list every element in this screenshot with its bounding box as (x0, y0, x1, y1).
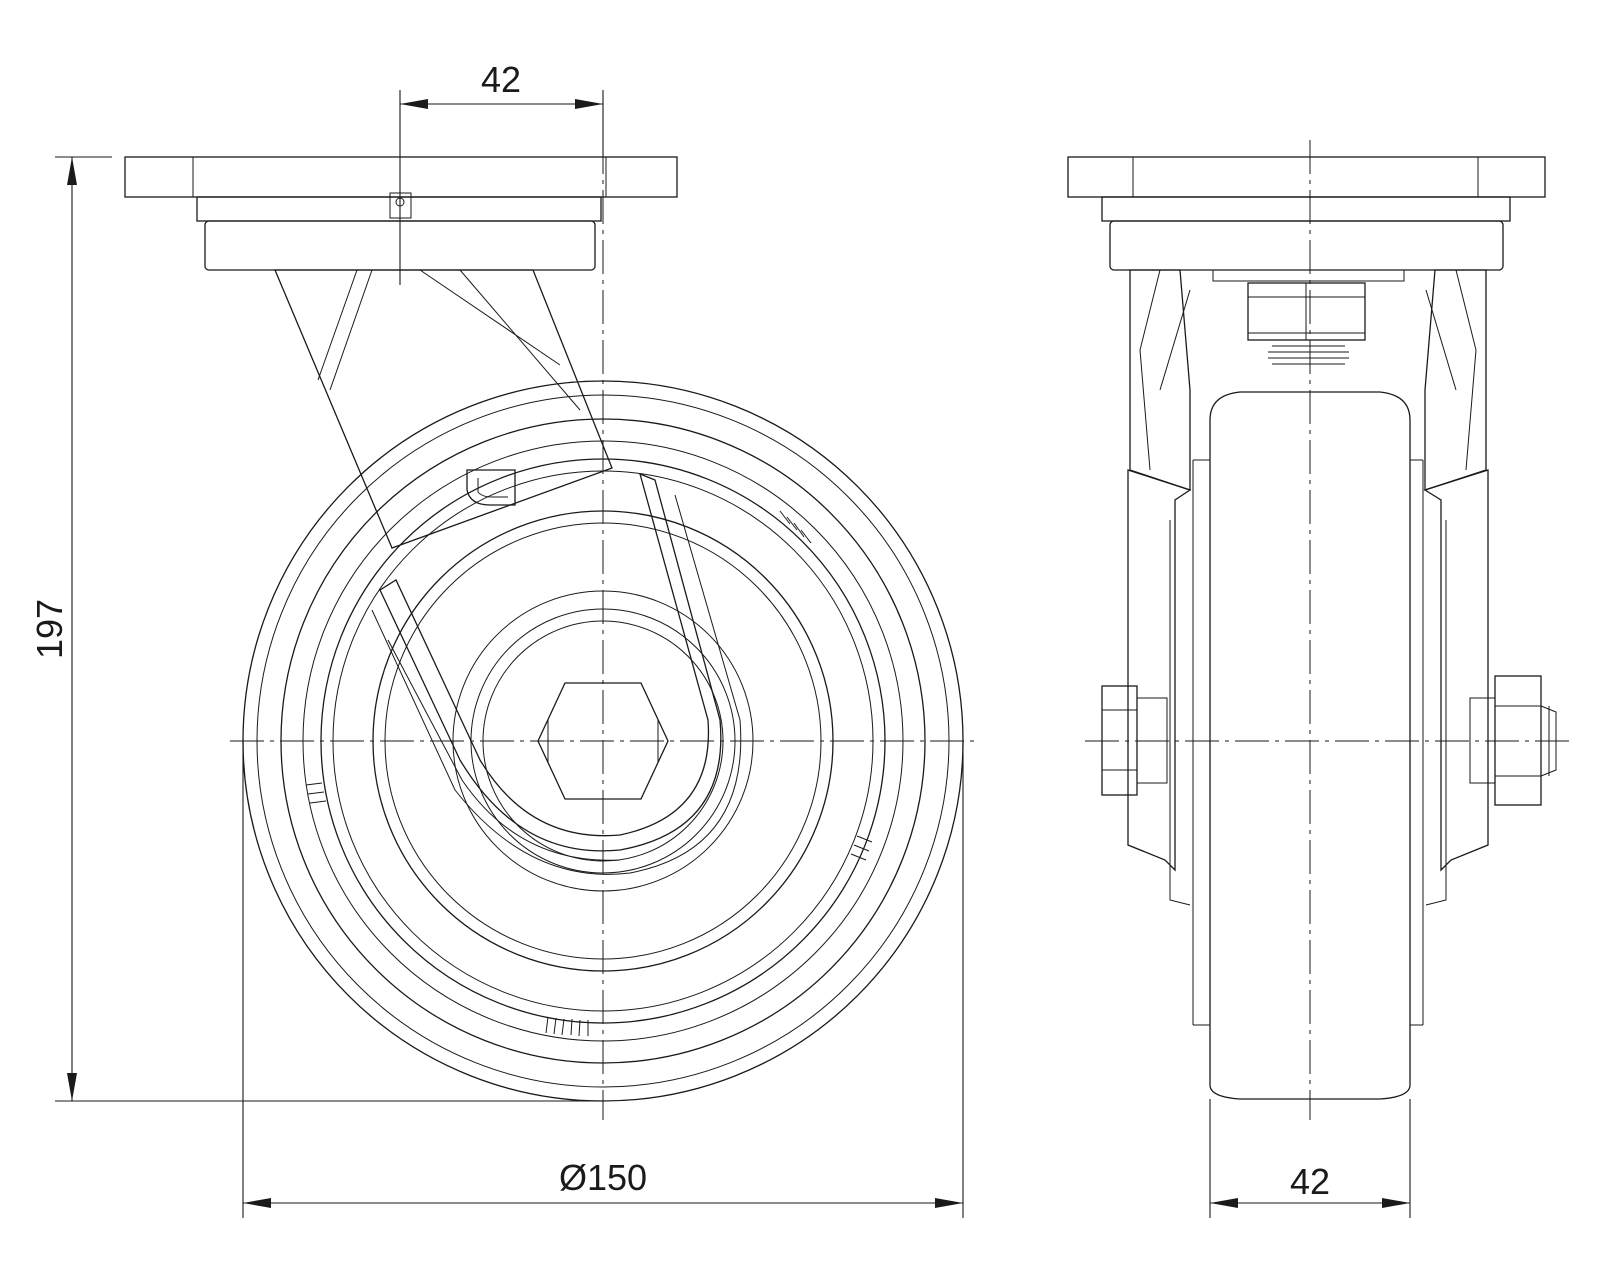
dimension-label-wheel-width: 42 (1290, 1161, 1330, 1202)
tread-marks (305, 510, 873, 1037)
front-top-plate (124, 156, 678, 271)
side-top-plate (1067, 156, 1546, 282)
dimension-wheel-width: 42 (1209, 1099, 1411, 1218)
dimension-label-total-height: 197 (29, 599, 70, 659)
dimension-top-offset: 42 (399, 59, 604, 285)
dimension-label-wheel-diameter: Ø150 (559, 1157, 647, 1198)
side-fork (1127, 269, 1489, 906)
dimension-total-height: 197 (29, 156, 605, 1102)
dimension-label-top-offset: 42 (481, 59, 521, 100)
side-wheel (1192, 391, 1424, 1100)
front-fork (274, 269, 742, 875)
dimension-wheel-diameter: Ø150 (242, 741, 964, 1218)
side-view (1067, 140, 1570, 1120)
side-kingpin-nut (1247, 282, 1366, 365)
front-view (124, 90, 980, 1120)
